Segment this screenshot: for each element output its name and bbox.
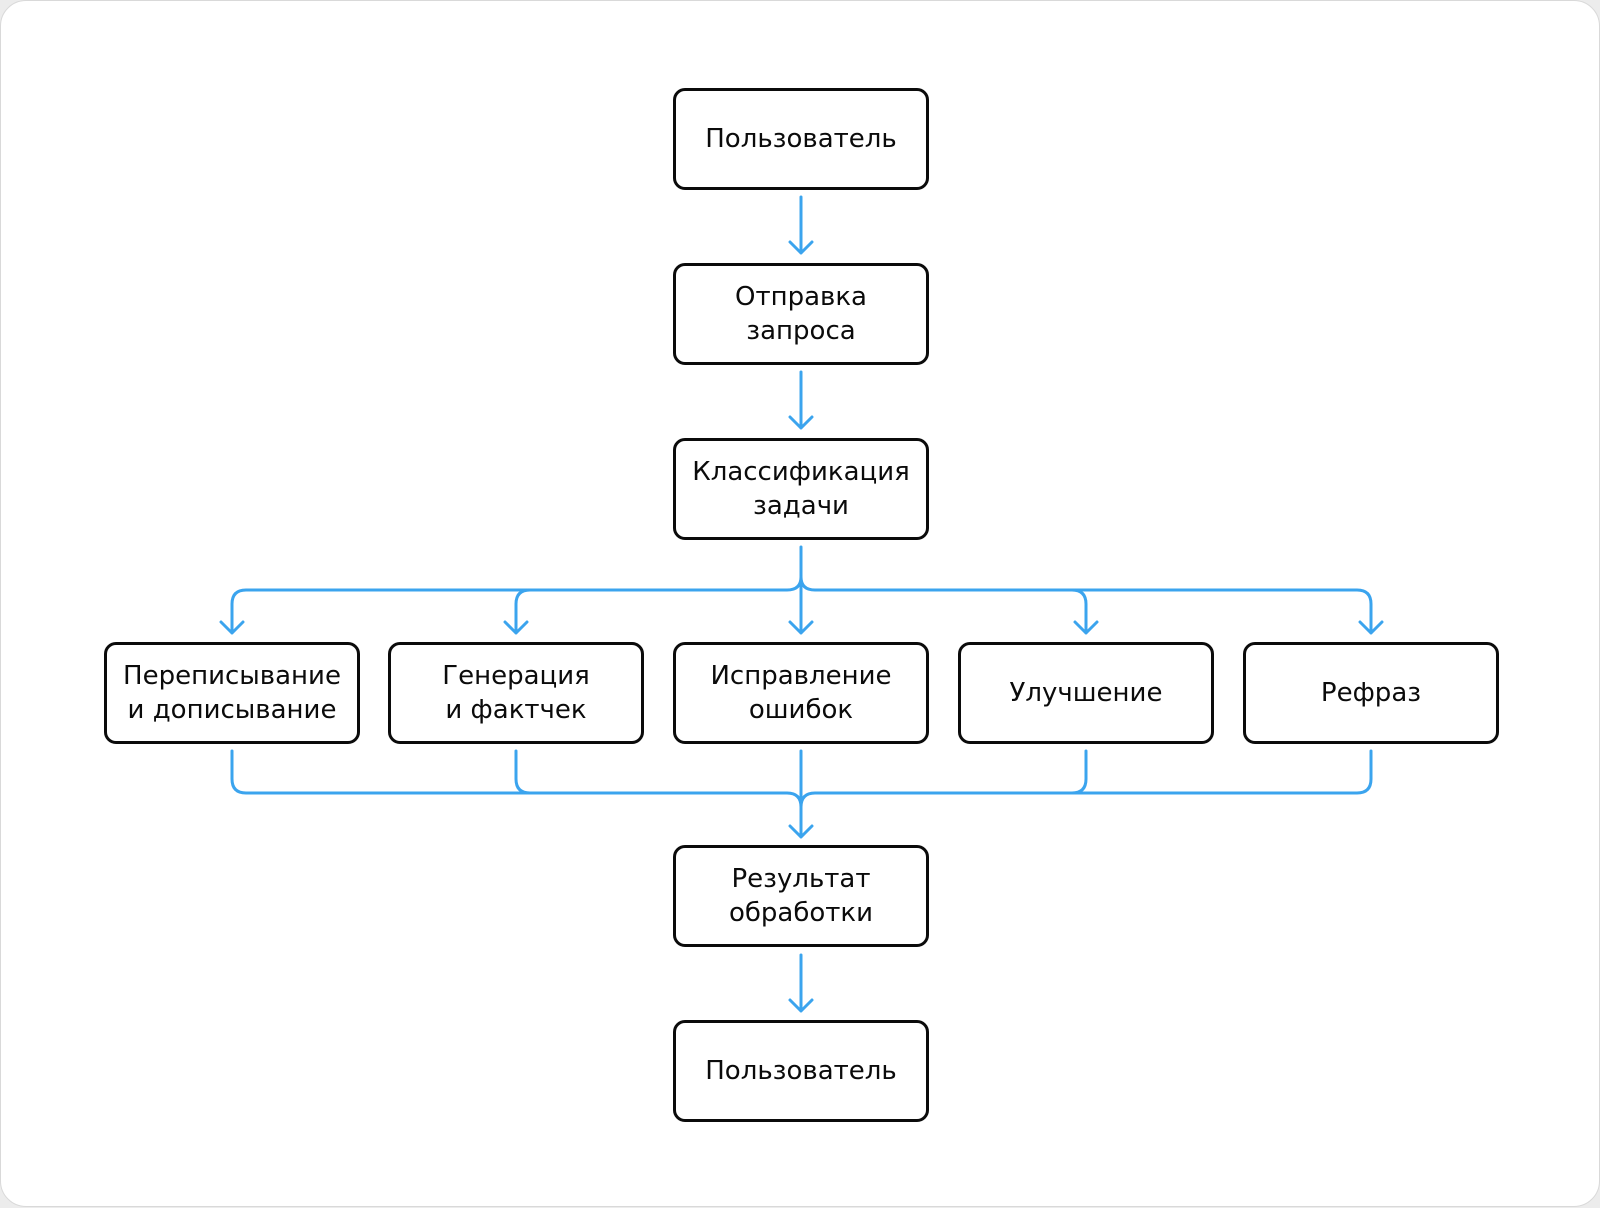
merge-right-branch <box>799 749 1373 809</box>
fanout-left-branch <box>219 575 803 635</box>
node-generate-label: Генерация и фактчек <box>442 661 590 725</box>
node-user-top-label: Пользователь <box>705 124 897 154</box>
node-result: Результат обработки <box>673 845 929 947</box>
node-improve-label: Улучшение <box>1009 678 1163 708</box>
merge-trunk <box>788 749 814 839</box>
node-send-request: Отправка запроса <box>673 263 929 365</box>
node-classify-task-label: Классификация задачи <box>692 457 910 521</box>
fanout-right-branch <box>799 575 1384 635</box>
fanout-trunk <box>788 545 814 635</box>
merge-second-branch <box>514 749 532 795</box>
node-send-request-label: Отправка запроса <box>734 282 867 346</box>
arrow-result-to-user <box>788 953 814 1013</box>
merge-left-branch <box>230 749 803 809</box>
node-improve: Улучшение <box>958 642 1214 744</box>
node-fix-errors-label: Исправление ошибок <box>710 661 892 725</box>
merge-fourth-branch <box>1070 749 1088 795</box>
fanout-second-branch <box>503 588 532 635</box>
node-rewrite-label: Переписывание и дописывание <box>123 661 341 725</box>
node-user-bottom: Пользователь <box>673 1020 929 1122</box>
node-rephrase: Рефраз <box>1243 642 1499 744</box>
node-classify-task: Классификация задачи <box>673 438 929 540</box>
node-user-bottom-label: Пользователь <box>705 1056 897 1086</box>
node-result-label: Результат обработки <box>728 864 874 928</box>
fanout-fourth-branch <box>1070 588 1099 635</box>
node-fix-errors: Исправление ошибок <box>673 642 929 744</box>
node-rephrase-label: Рефраз <box>1320 678 1422 708</box>
arrow-send-to-classify <box>788 370 814 430</box>
node-generate: Генерация и фактчек <box>388 642 644 744</box>
node-rewrite: Переписывание и дописывание <box>104 642 360 744</box>
arrow-user-to-send <box>788 195 814 255</box>
node-user-top: Пользователь <box>673 88 929 190</box>
